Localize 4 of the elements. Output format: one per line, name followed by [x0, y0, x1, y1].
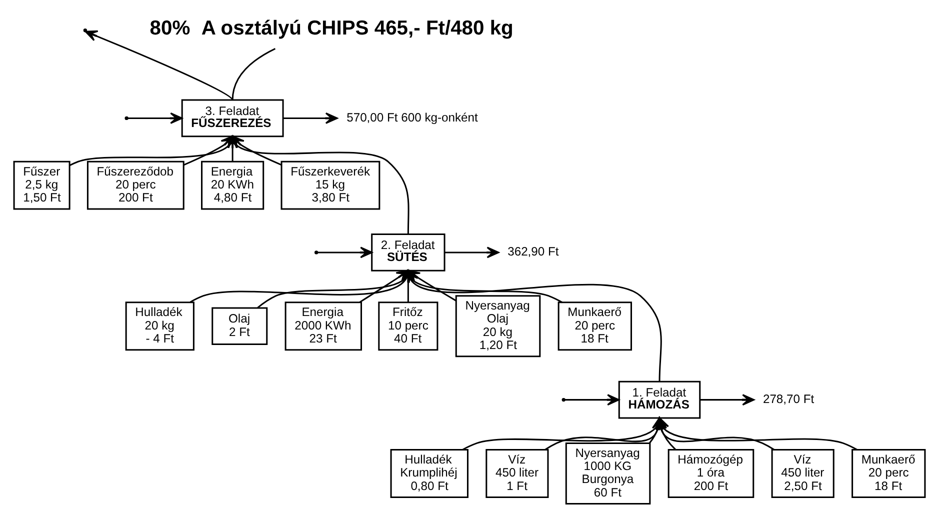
node-text: 362,90 Ft	[508, 244, 559, 259]
node-text: 278,70 Ft	[762, 392, 814, 406]
node-text: 570,00 Ft 600 kg-onként	[346, 110, 478, 124]
node-text: 80% A osztályú CHIPS 465,- Ft/480 kg	[150, 17, 514, 40]
